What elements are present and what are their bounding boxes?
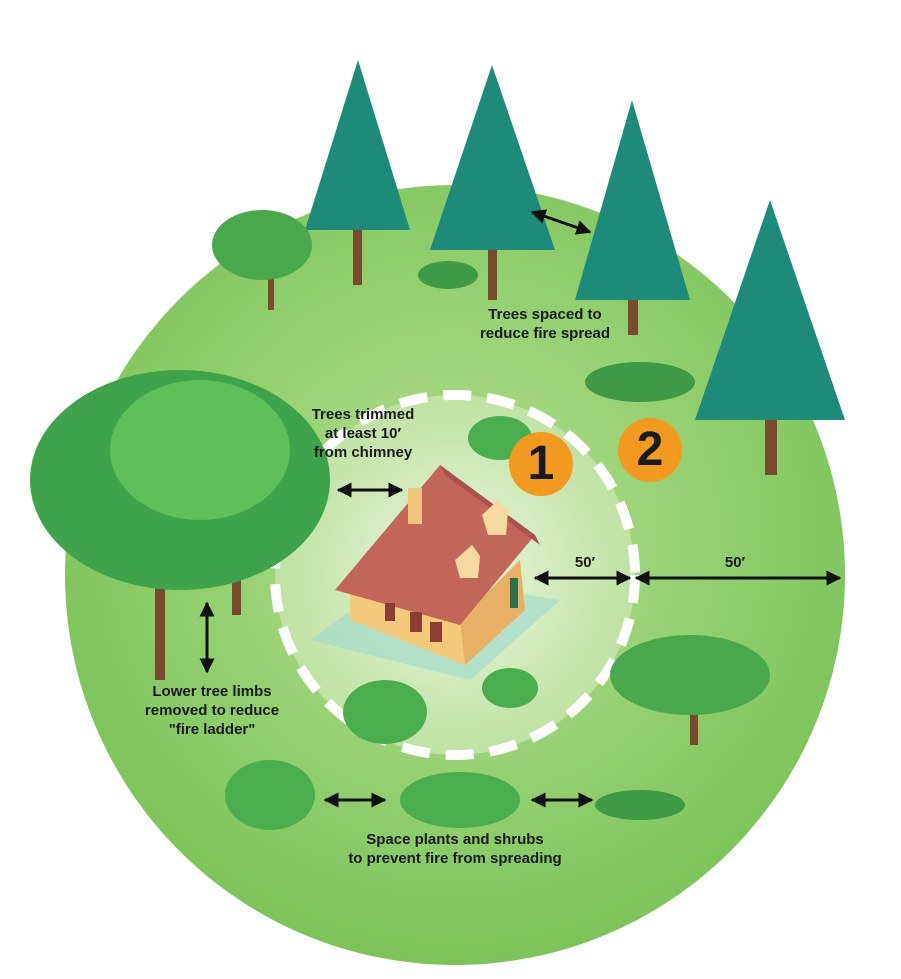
label-line: to prevent fire from spreading bbox=[348, 850, 562, 867]
label-line: removed to reduce bbox=[144, 702, 280, 719]
zone-2-distance-label: 50′ bbox=[724, 554, 746, 571]
zone-1-distance-label: 50′ bbox=[574, 554, 596, 571]
zone-2-badge: 2 bbox=[618, 418, 682, 482]
label-line: "fire ladder" bbox=[168, 721, 256, 738]
house bbox=[310, 465, 560, 680]
trees-trimmed-label: Trees trimmed at least 10′ from chimney bbox=[312, 405, 415, 462]
space-plants-label: Space plants and shrubs to prevent fire … bbox=[348, 830, 561, 868]
tree-spacing-arrow bbox=[530, 209, 592, 235]
label-line: reduce fire spread bbox=[479, 325, 611, 342]
trees-spaced-label: Trees spaced to reduce fire spread bbox=[480, 305, 610, 343]
measurement-arrows bbox=[199, 209, 842, 808]
label-line: Lower tree limbs bbox=[152, 683, 272, 700]
label-line: Trees spaced to bbox=[488, 306, 602, 323]
zone-1-badge: 1 bbox=[509, 432, 573, 496]
label-line: from chimney bbox=[313, 444, 413, 461]
label-line: at least 10′ bbox=[324, 425, 402, 442]
lower-limbs-label: Lower tree limbs removed to reduce "fire… bbox=[145, 682, 279, 739]
conifer-trees bbox=[305, 60, 845, 475]
deciduous-trees bbox=[30, 210, 770, 745]
label-line: Trees trimmed bbox=[311, 406, 415, 423]
label-line: Space plants and shrubs bbox=[366, 831, 544, 848]
